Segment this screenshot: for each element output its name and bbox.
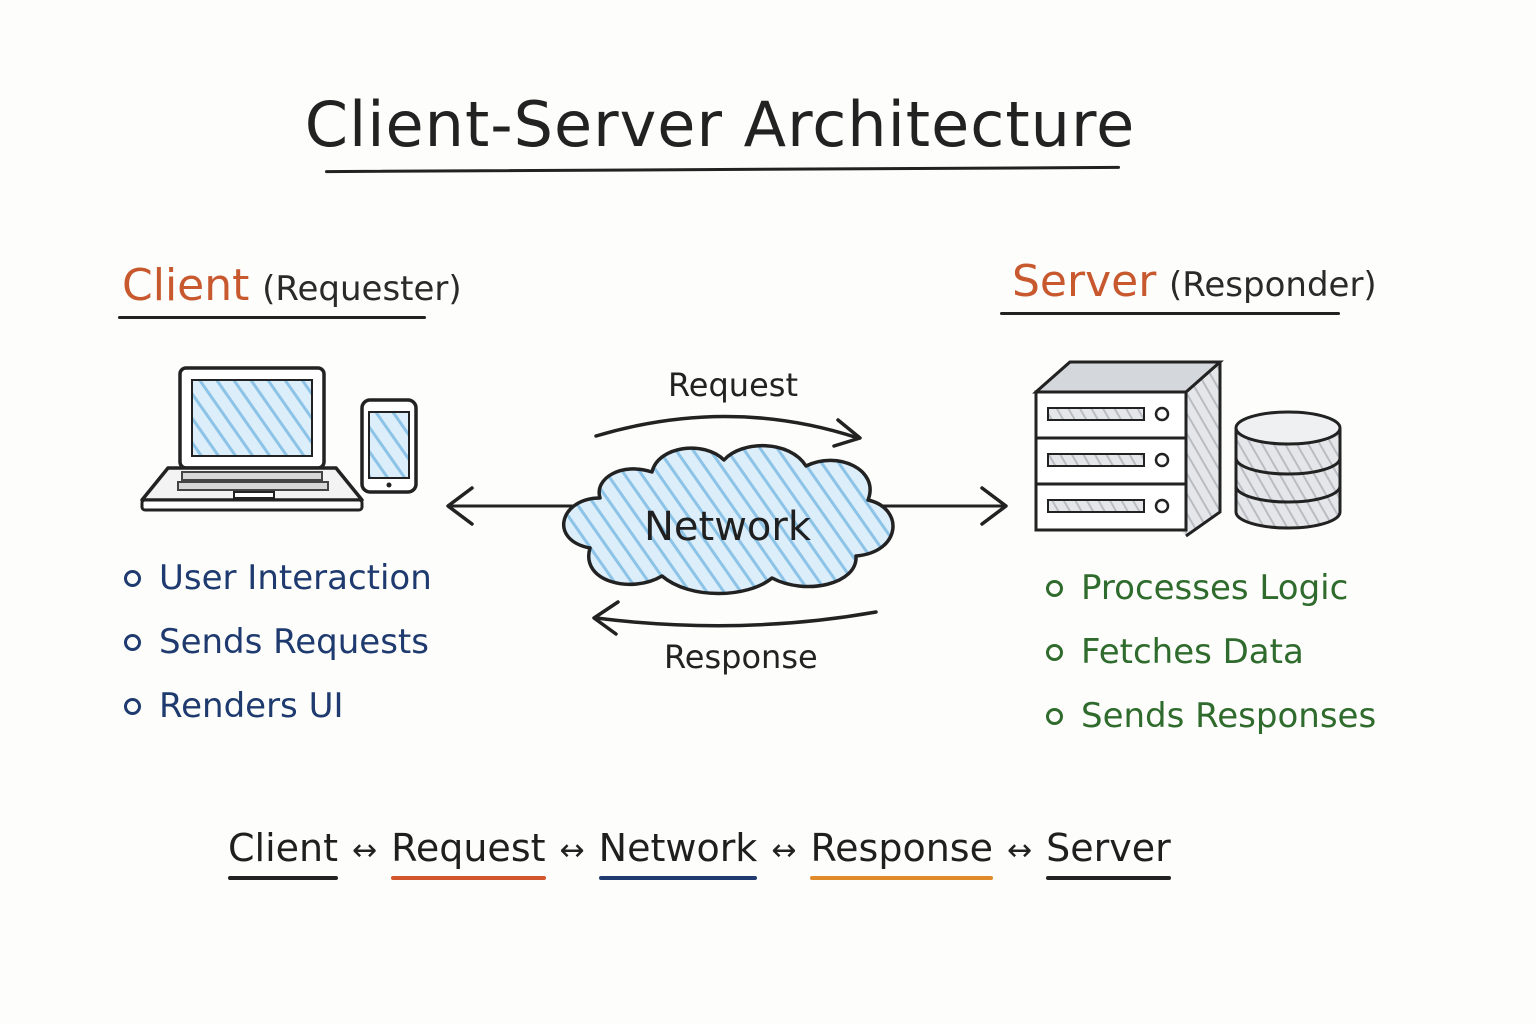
database-icon <box>1234 410 1342 530</box>
flow-item-request: Request <box>391 826 546 880</box>
diagram-title: Client-Server Architecture <box>304 88 1136 161</box>
server-rack-icon <box>1032 360 1224 538</box>
list-item: Renders UI <box>124 674 432 738</box>
flow-underline <box>810 876 993 880</box>
server-heading-underline <box>1000 312 1340 315</box>
server-bullet-list: Processes Logic Fetches Data Sends Respo… <box>1046 556 1376 748</box>
bullet-icon <box>1046 579 1063 597</box>
bullet-icon <box>124 697 141 715</box>
flow-item-server: Server <box>1046 826 1171 880</box>
network-cloud-icon <box>562 443 895 596</box>
smartphone-icon <box>360 398 418 494</box>
double-arrow-icon: ↔ <box>559 833 585 868</box>
list-item: Sends Responses <box>1046 684 1376 748</box>
laptop-icon <box>140 366 364 512</box>
flow-item-network: Network <box>598 826 758 880</box>
list-item: Sends Requests <box>124 610 432 674</box>
flow-underline <box>391 876 546 880</box>
bullet-icon <box>124 633 141 651</box>
request-arrow <box>594 414 860 440</box>
server-heading-label: Server <box>1012 256 1157 307</box>
double-arrow-icon: ↔ <box>352 833 378 868</box>
bullet-icon <box>1046 643 1063 661</box>
flow-underline <box>228 876 339 880</box>
server-role-label: (Responder) <box>1169 265 1377 305</box>
response-arrowhead <box>592 600 620 636</box>
list-item: Processes Logic <box>1046 556 1376 620</box>
client-role-label: (Requester) <box>262 269 462 309</box>
client-bullet-list: User Interaction Sends Requests Renders … <box>124 546 432 738</box>
response-label: Response <box>664 638 818 676</box>
server-heading: Server (Responder) <box>1012 256 1377 307</box>
double-arrow-icon: ↔ <box>771 833 797 868</box>
flow-item-response: Response <box>810 826 993 880</box>
bullet-icon <box>124 569 141 587</box>
response-arrow <box>594 610 878 628</box>
bullet-icon <box>1046 707 1063 725</box>
request-arrowhead <box>832 418 862 448</box>
flow-underline <box>598 876 758 880</box>
flow-summary: Client ↔ Request ↔ Network ↔ Response ↔ … <box>228 826 1171 880</box>
client-heading: Client (Requester) <box>122 260 462 311</box>
flow-underline <box>1046 876 1171 880</box>
request-label: Request <box>668 366 798 404</box>
list-item: Fetches Data <box>1046 620 1376 684</box>
client-heading-label: Client <box>122 260 250 311</box>
double-arrow-icon: ↔ <box>1006 833 1033 868</box>
list-item: User Interaction <box>124 546 432 610</box>
client-heading-underline <box>118 316 426 319</box>
flow-item-client: Client <box>228 826 339 880</box>
network-label: Network <box>644 504 812 550</box>
